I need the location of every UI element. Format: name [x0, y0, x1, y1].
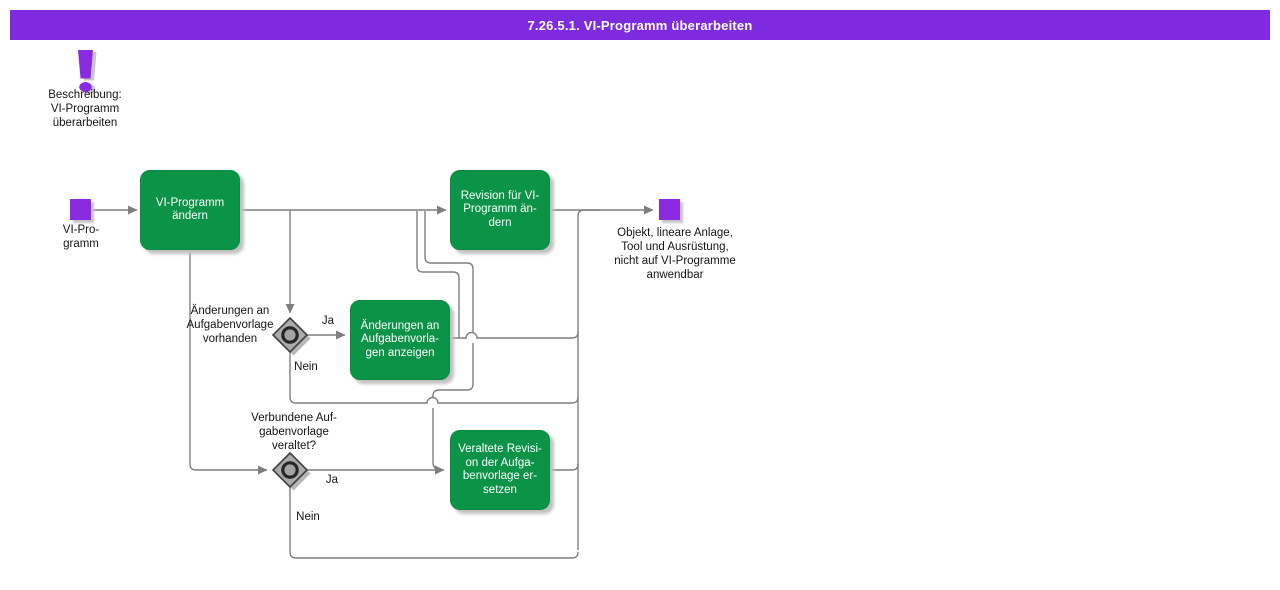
start-event[interactable]	[70, 199, 91, 220]
edge-trunk-to-end	[577, 205, 654, 550]
task-show-changes[interactable]: Änderungen an Aufgabenvorla- gen anzeige…	[350, 300, 450, 380]
note-label: Beschreibung: VI-Programm überarbeiten	[48, 89, 122, 129]
gateway2-circle-icon	[281, 461, 299, 479]
gateway1-ja-label: Ja	[321, 315, 335, 327]
flow-connectors	[91, 205, 654, 559]
gateway1-nein-label: Nein	[294, 361, 318, 373]
edge-hook-b-middle	[432, 343, 474, 398]
end-event-label: Objekt, lineare Anlage, Tool und Ausrüst…	[614, 227, 736, 281]
edge-gateway2-nein	[289, 487, 579, 559]
edge-hook-a	[416, 211, 460, 338]
task-replace-revision[interactable]: Veraltete Revisi- on der Aufga- benvorla…	[450, 430, 550, 510]
gateway-template-outdated[interactable]	[271, 451, 311, 491]
edge-hook-b-upper	[424, 211, 474, 333]
edge-replace-revision-out	[550, 463, 579, 471]
edge-show-changes-out	[450, 331, 579, 339]
page-title: 7.26.5.1. VI-Programm überarbeiten	[527, 17, 753, 33]
edge-hook-b-lower	[432, 408, 442, 471]
edge-to-gateway2	[189, 250, 268, 475]
gateway2-nein-label: Nein	[296, 511, 320, 523]
gateway-changes-exist[interactable]	[271, 316, 311, 356]
diagram-title-bar: 7.26.5.1. VI-Programm überarbeiten	[10, 10, 1270, 40]
task-change-revision[interactable]: Revision für VI- Programm än- dern	[450, 170, 550, 250]
exclamation-icon	[78, 50, 97, 94]
gateway2-label: Verbundene Auf- gabenvorlage veraltet?	[251, 412, 337, 452]
start-event-label: VI-Pro- gramm	[62, 224, 100, 250]
gateway2-ja-label: Ja	[325, 474, 339, 486]
edge-gateway1-nein	[289, 352, 579, 404]
task-change-program[interactable]: VI-Programm ändern	[140, 170, 240, 250]
gateway1-circle-icon	[281, 326, 299, 344]
end-event[interactable]	[659, 199, 680, 220]
gateway1-label: Änderungen an Aufgabenvorlage vorhanden	[186, 305, 274, 345]
